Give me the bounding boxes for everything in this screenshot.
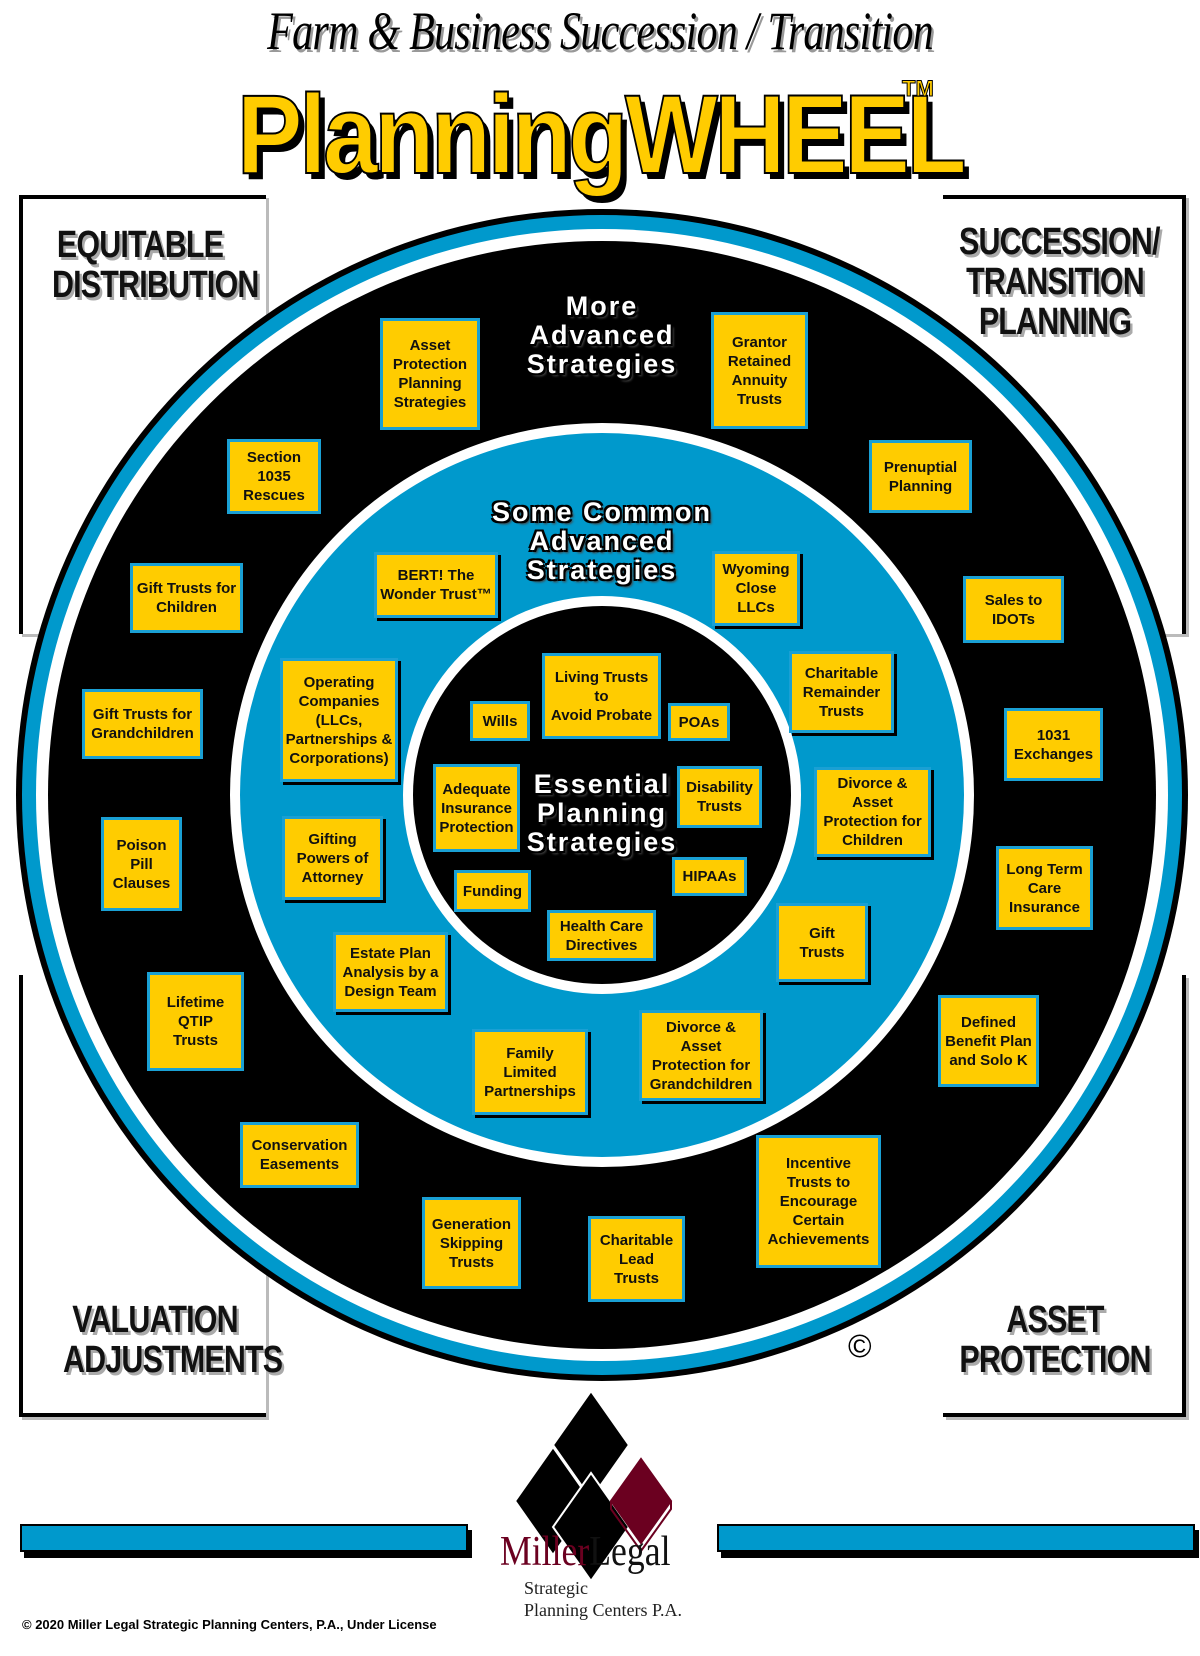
strategy-box: Wyoming Close LLCs [712, 551, 800, 626]
logo-line-strategic: Strategic [524, 1578, 588, 1598]
corner-asset-protection: ASSET PROTECTION [959, 1299, 1151, 1381]
strategy-box: Gift Trusts [776, 903, 868, 982]
strategy-box: Defined Benefit Plan and Solo K [938, 995, 1039, 1087]
logo-name: MillerLegal [500, 1528, 671, 1576]
heading-some-common-advanced-strategies: Some Common Advanced Strategies [491, 497, 713, 585]
bottom-bar-left [20, 1524, 468, 1552]
strategy-box: Funding [454, 870, 531, 912]
strategy-box: Charitable Remainder Trusts [789, 651, 894, 733]
strategy-box: Poison Pill Clauses [101, 817, 182, 911]
strategy-box: Gift Trusts for Children [130, 563, 243, 633]
strategy-box: Health Care Directives [547, 910, 656, 961]
strategy-box: Grantor Retained Annuity Trusts [711, 312, 808, 429]
strategy-box: Long Term Care Insurance [996, 846, 1093, 930]
logo-name-legal: Legal [589, 1529, 671, 1575]
strategy-box: Wills [470, 701, 530, 741]
strategy-box: Incentive Trusts to Encourage Certain Ac… [756, 1135, 881, 1268]
strategy-box: Asset Protection Planning Strategies [380, 318, 480, 430]
copyright-symbol: © [848, 1328, 872, 1364]
bracket-bottom-left [19, 975, 266, 1417]
strategy-box: HIPAAs [672, 857, 747, 896]
corner-valuation-adjustments: VALUATION ADJUSTMENTS [63, 1299, 283, 1381]
strategy-box: Living Trusts to Avoid Probate [542, 653, 661, 739]
strategy-box: 1031 Exchanges [1004, 708, 1103, 781]
strategy-box: Section 1035 Rescues [227, 439, 321, 514]
logo-line-planning-centers: Planning Centers P.A. [524, 1600, 683, 1620]
strategy-box: Gifting Powers of Attorney [282, 816, 383, 900]
corner-succession-transition-planning: SUCCESSION/ TRANSITION PLANNING [959, 221, 1160, 343]
strategy-box: Family Limited Partnerships [472, 1029, 588, 1115]
strategy-box: Disability Trusts [677, 766, 762, 828]
subtitle: Farm & Business Succession / Transition [267, 1, 934, 61]
strategy-box: Prenuptial Planning [869, 440, 972, 513]
logo-name-miller: Miller [500, 1529, 590, 1575]
strategy-box: BERT! The Wonder Trust™ [374, 552, 498, 618]
strategy-box: Conservation Easements [240, 1122, 359, 1188]
heading-essential-planning-strategies: Essential Planning Strategies [526, 769, 678, 857]
strategy-box: Generation Skipping Trusts [422, 1197, 521, 1289]
strategy-box: Lifetime QTIP Trusts [147, 972, 244, 1071]
corner-equitable-distribution: EQUITABLE DISTRIBUTION [52, 224, 259, 306]
footer-copyright: © 2020 Miller Legal Strategic Planning C… [22, 1617, 437, 1632]
strategy-box: Gift Trusts for Grandchildren [82, 689, 203, 759]
strategy-box: Divorce & Asset Protection for Children [814, 767, 931, 857]
strategy-box: POAs [668, 703, 730, 741]
trademark: TM [902, 76, 935, 102]
bracket-top-left [19, 195, 266, 634]
strategy-box: Charitable Lead Trusts [588, 1216, 685, 1302]
bracket-top-right [943, 195, 1186, 634]
bracket-bottom-right [943, 975, 1186, 1417]
strategy-box: Estate Plan Analysis by a Design Team [333, 932, 448, 1012]
strategy-box: Divorce & Asset Protection for Grandchil… [639, 1010, 763, 1101]
bottom-bar-right [717, 1524, 1195, 1552]
strategy-box: Operating Companies (LLCs, Partnerships … [280, 658, 398, 782]
strategy-box: Sales to IDOTs [963, 576, 1064, 643]
strategy-box: Adequate Insurance Protection [433, 764, 520, 852]
heading-more-advanced-strategies: More Advanced Strategies [526, 291, 678, 379]
miller-legal-logo-icon [513, 1389, 673, 1583]
page-title: PlanningWHEEL [236, 71, 968, 198]
